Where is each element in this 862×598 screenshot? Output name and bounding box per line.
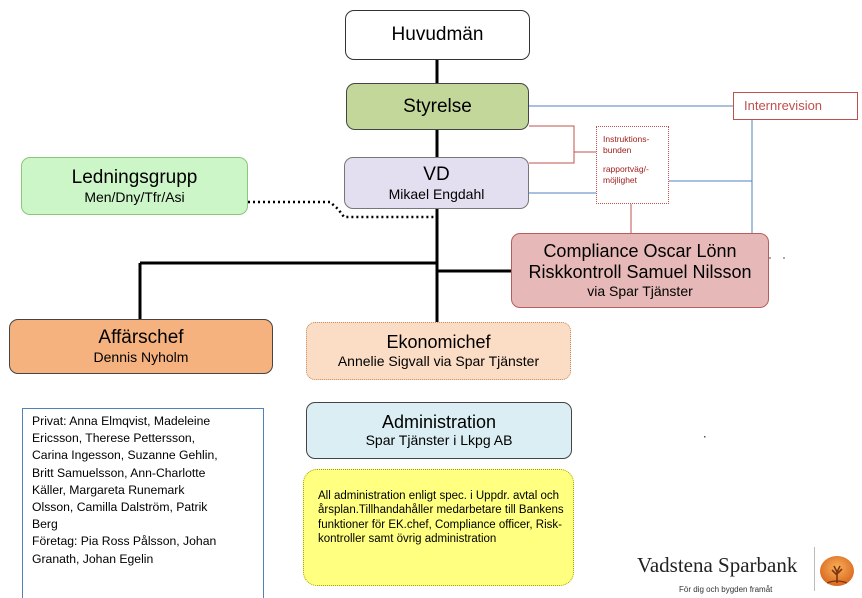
compliance-line-3: via Spar Tjänster xyxy=(587,282,693,299)
staff-list-line: Britt Samuelsson, Ann-Charlotte xyxy=(32,465,206,480)
vd-box: VD Mikael Engdahl xyxy=(344,157,529,209)
ledningsgrupp-box: Ledningsgrupp Men/Dny/Tfr/Asi xyxy=(21,157,248,215)
instruktion-spacer xyxy=(603,156,665,164)
compliance-line-2: Riskkontroll Samuel Nilsson xyxy=(528,262,752,283)
vadstena-sparbank-logo: Vadstena Sparbank För dig och bygden fra… xyxy=(633,545,858,594)
staff-list-line: Företag: Pia Ross Pålsson, Johan xyxy=(32,534,217,549)
compliance-box: Compliance Oscar Lönn Riskkontroll Samue… xyxy=(511,233,769,308)
internrevision-box: Internrevision xyxy=(733,92,858,120)
vd-title: VD xyxy=(423,163,450,185)
administration-note: All administration enligt spec. i Uppdr.… xyxy=(303,469,574,586)
instruktion-line-2: bunden xyxy=(603,145,632,155)
affarschef-title: Affärschef xyxy=(98,327,184,349)
staff-list-line: Olsson, Camilla Dalström, Patrik xyxy=(32,500,208,515)
staff-list-line: Ericsson, Therese Pettersson, xyxy=(32,431,196,446)
affarschef-name: Dennis Nyholm xyxy=(93,349,189,366)
styrelse-box: Styrelse xyxy=(346,83,529,130)
staff-list-line: Carina Ingesson, Suzanne Gehlin, xyxy=(32,448,218,463)
affarschef-box: Affärschef Dennis Nyholm xyxy=(9,319,273,374)
instruktion-line-1: Instruktions- xyxy=(603,134,650,144)
staff-list-line: Käller, Margareta Runemark xyxy=(32,482,185,497)
staff-list-line: Privat: Anna Elmqvist, Madeleine xyxy=(32,414,211,428)
staff-list-box: Privat: Anna Elmqvist, Madeleine Ericsso… xyxy=(22,408,264,598)
logo-name: Vadstena Sparbank xyxy=(637,553,798,577)
administration-box: Administration Spar Tjänster i Lkpg AB xyxy=(306,402,572,459)
ekonomichef-name: Annelie Sigvall via Spar Tjänster xyxy=(337,352,540,369)
compliance-line-1: Compliance Oscar Lönn xyxy=(543,241,737,262)
styrelse-title: Styrelse xyxy=(403,95,472,117)
logo-tagline: För dig och bygden framåt xyxy=(679,585,773,594)
instruktion-line-4: möjlighet xyxy=(603,175,638,185)
ekonomichef-box: Ekonomichef Annelie Sigvall via Spar Tjä… xyxy=(306,322,571,380)
staff-list-line: Berg xyxy=(32,517,58,532)
logo-divider xyxy=(814,547,815,591)
ledningsgrupp-members: Men/Dny/Tfr/Asi xyxy=(84,188,185,205)
ledningsgrupp-title: Ledningsgrupp xyxy=(71,166,198,188)
administration-title: Administration xyxy=(381,411,497,432)
ekonomichef-title: Ekonomichef xyxy=(386,332,491,353)
tree-emblem-icon xyxy=(820,556,854,586)
administration-provider: Spar Tjänster i Lkpg AB xyxy=(365,432,513,449)
instruktion-line-3: rapportväg/- xyxy=(603,164,649,174)
huvudman-box: Huvudmän xyxy=(345,10,530,60)
huvudman-title: Huvudmän xyxy=(391,24,484,46)
instruktion-note: Instruktions- bunden rapportväg/- möjlig… xyxy=(596,126,669,204)
staff-list-line: Granath, Johan Egelin xyxy=(32,551,154,566)
vd-name: Mikael Engdahl xyxy=(388,185,485,202)
